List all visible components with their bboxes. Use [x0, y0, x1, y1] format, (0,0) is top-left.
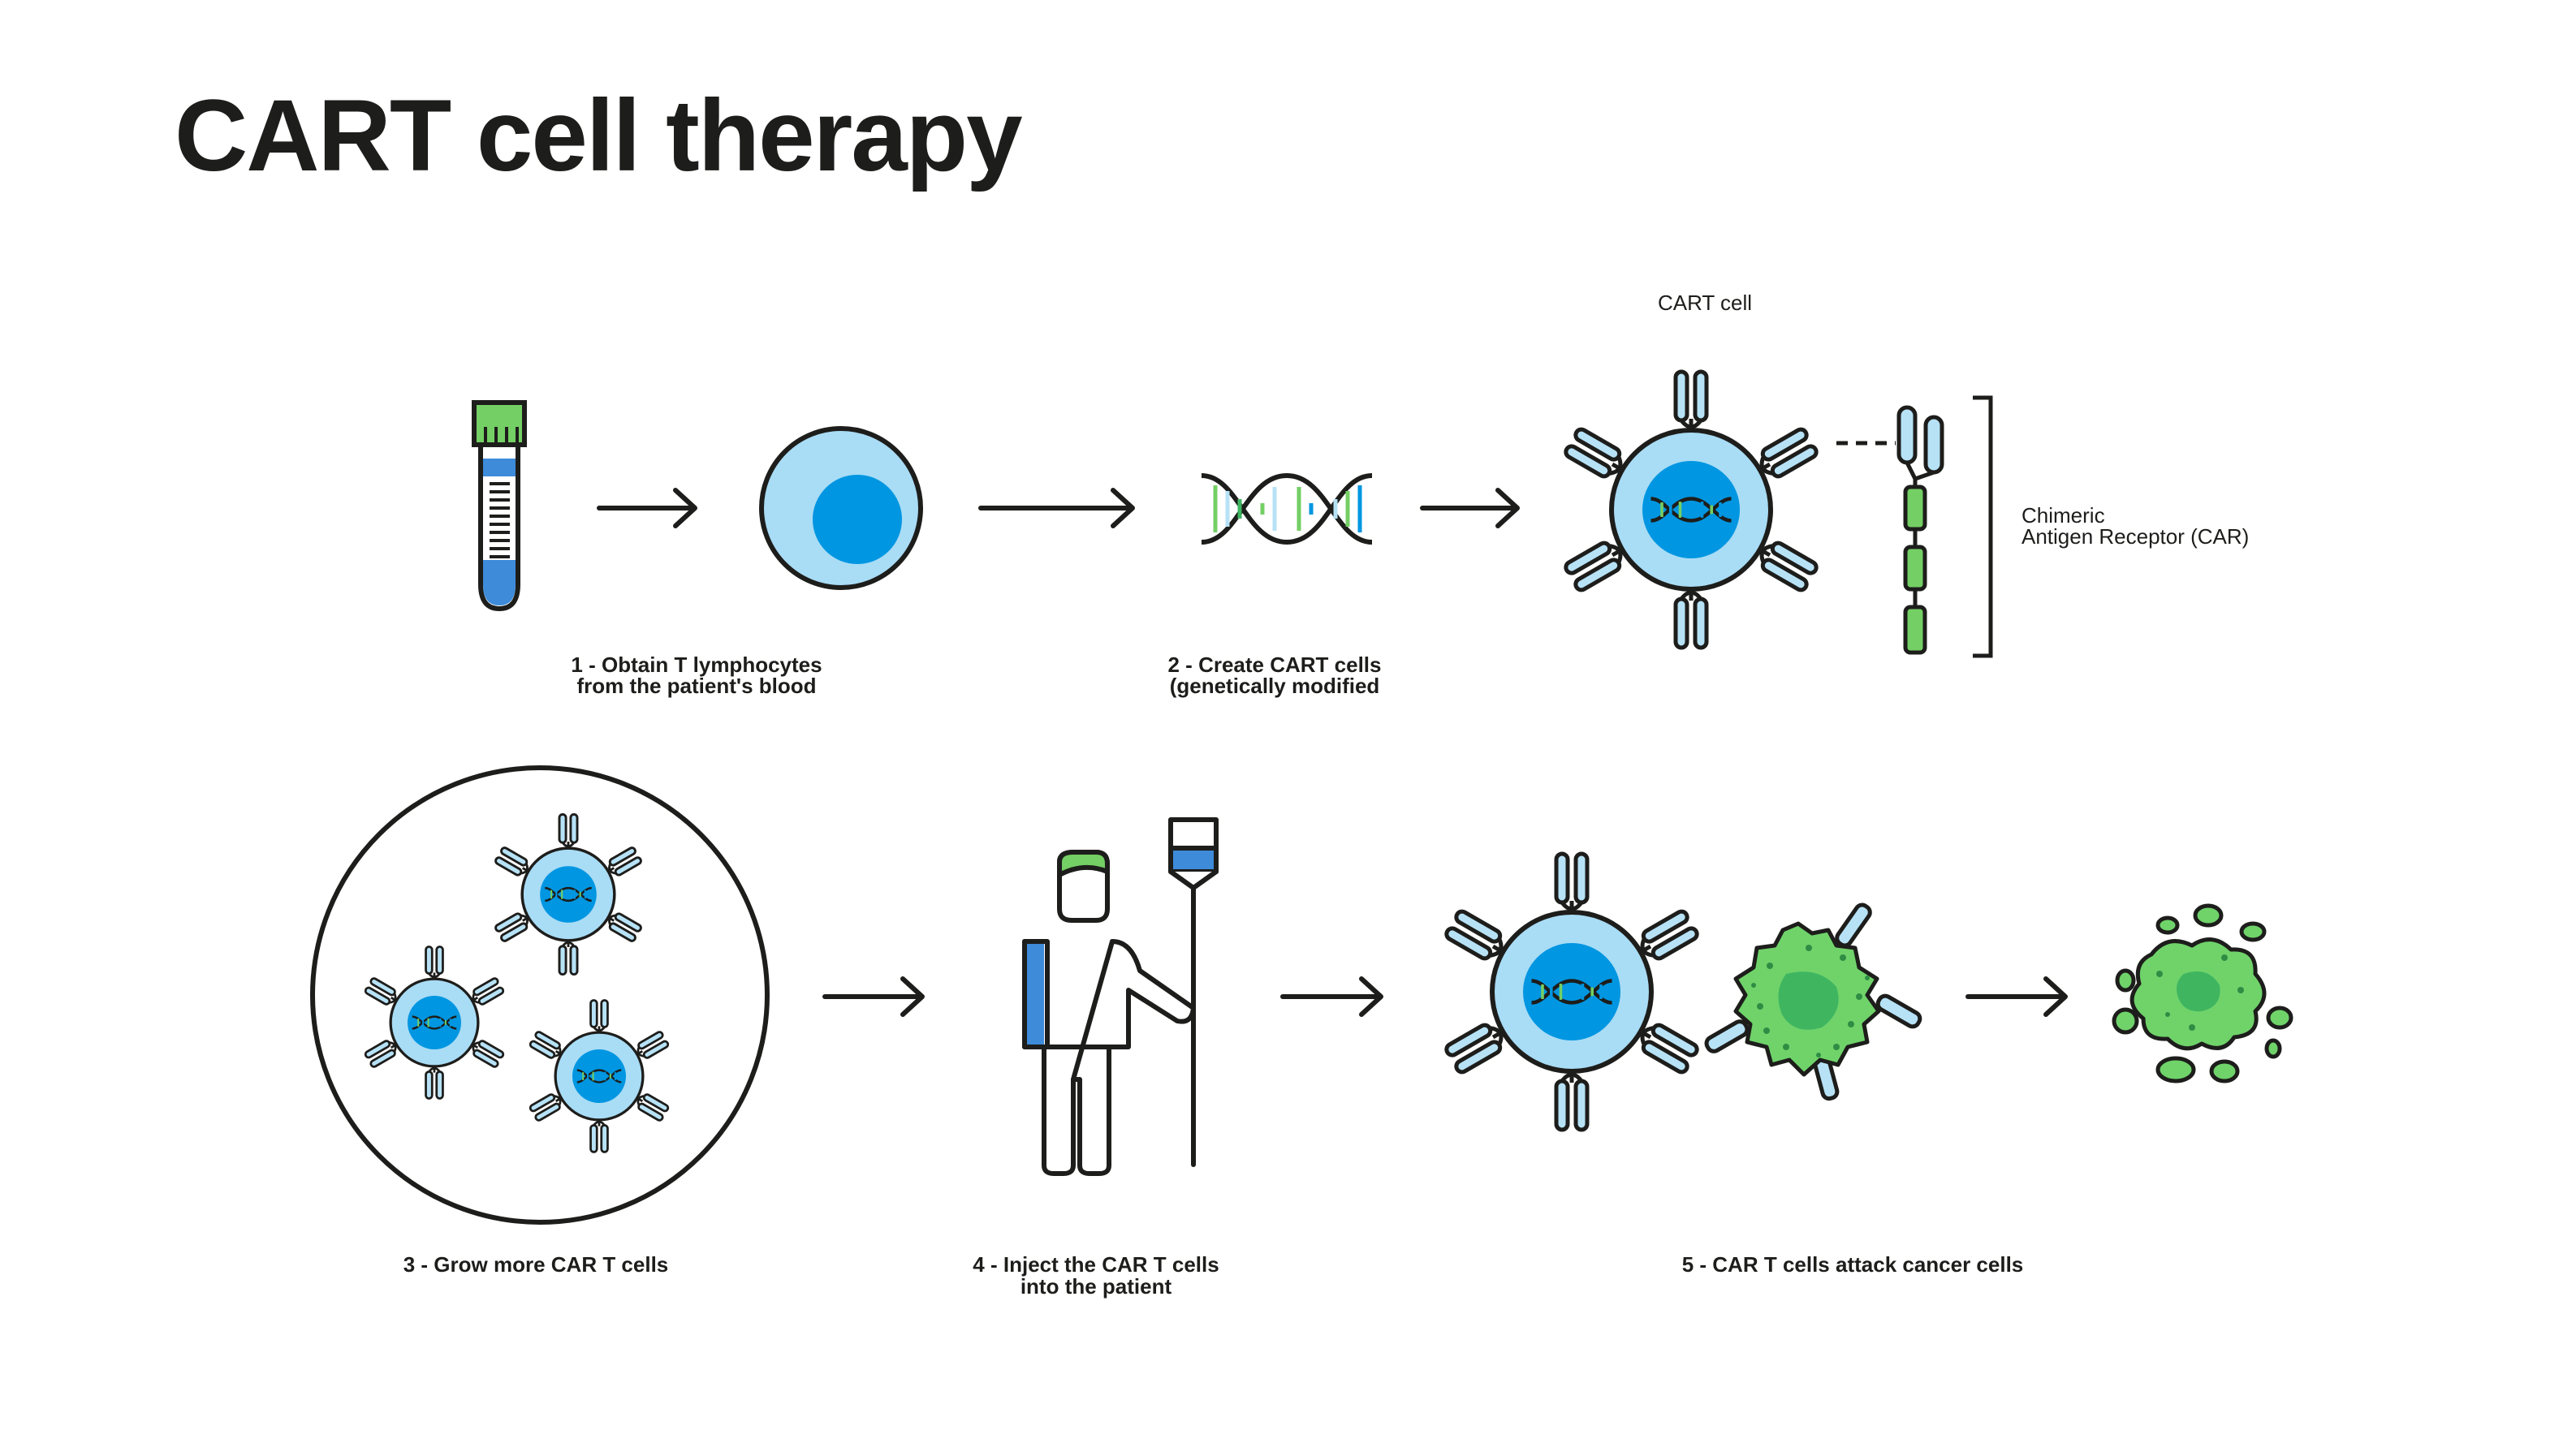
cart-cell: [1564, 372, 1818, 648]
dna-icon: [1201, 472, 1373, 545]
t-lymphocyte-cell: [759, 426, 923, 590]
step4-label-line1: 4 - Inject the CAR T cells: [973, 1252, 1219, 1277]
step2-label-line1: 2 - Create CART cells: [1168, 653, 1382, 677]
arrow-3: [1420, 488, 1520, 528]
blood-tube-icon: [472, 400, 527, 612]
arrow-5: [1280, 976, 1383, 1017]
step5-label: 5 - CAR T cells attack cancer cells: [1682, 1252, 2024, 1277]
car-label-line2: Antigen Receptor (CAR): [2022, 524, 2249, 549]
arrow-2: [978, 488, 1135, 528]
step1-label-line1: 1 - Obtain T lymphocytes: [571, 653, 822, 677]
arrow-6: [1965, 976, 2068, 1017]
car-label-line1: Chimeric: [2022, 503, 2105, 528]
step1-label-line2: from the patient's blood: [576, 674, 816, 698]
culture-dish: [310, 765, 770, 1225]
cancer-cell: [1704, 902, 1922, 1101]
arrow-4: [822, 976, 925, 1017]
step3-label: 3 - Grow more CAR T cells: [403, 1252, 669, 1277]
car-bracket: [1973, 395, 1993, 658]
arrow-1: [597, 488, 697, 528]
destroyed-cancer-cell: [2112, 903, 2293, 1083]
car-receptor-detail: [1896, 405, 1944, 655]
patient-iv-icon: [1022, 817, 1219, 1176]
page-title: CART cell therapy: [175, 80, 1022, 192]
cart-cell-attacking: [1444, 854, 1698, 1130]
step2-label-line2: (genetically modified: [1170, 674, 1380, 698]
step4-label-line2: into the patient: [1020, 1274, 1172, 1299]
cart-cell-label: CART cell: [1658, 291, 1752, 315]
